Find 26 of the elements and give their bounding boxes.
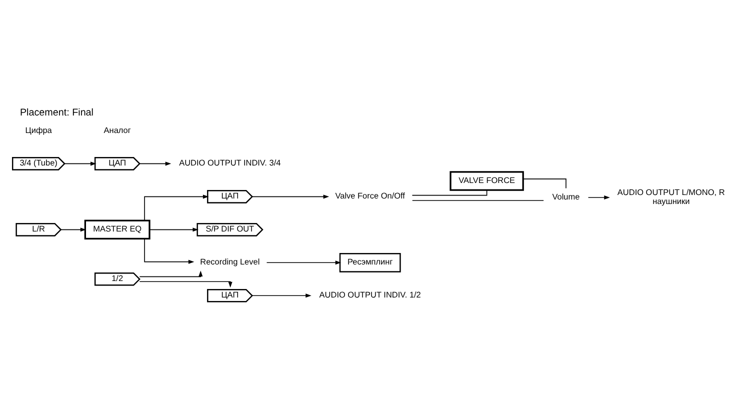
connector <box>412 189 488 196</box>
node-text: AUDIO OUTPUT INDIV. 1/2 <box>319 290 421 300</box>
node-box: MASTER EQ <box>84 219 150 240</box>
label: Аналог <box>104 125 131 134</box>
label: Цифра <box>25 125 52 134</box>
node-text: Volume <box>552 192 580 202</box>
node-text: AUDIO OUTPUT L/MONO, R наушники <box>617 188 725 206</box>
arrow <box>144 238 194 264</box>
arrow <box>139 280 232 288</box>
arrow <box>139 161 172 166</box>
diagram-title: Placement: Final <box>20 107 94 118</box>
arrow <box>266 260 342 264</box>
arrow <box>588 194 610 200</box>
node-text: Recording Level <box>200 257 260 266</box>
node-text: AUDIO OUTPUT INDIV. 3/4 <box>179 158 281 168</box>
arrow <box>139 270 203 277</box>
arrow <box>149 227 199 232</box>
arrow <box>252 293 312 298</box>
arrow <box>252 194 330 198</box>
node-box: VALVE FORCE <box>450 170 524 190</box>
connector <box>522 178 566 188</box>
arrow <box>144 194 209 220</box>
node-text: Valve Force On/Off <box>335 191 405 200</box>
arrow <box>64 161 96 166</box>
node-box: Ресэмплинг <box>339 252 401 272</box>
arrow <box>60 227 86 232</box>
